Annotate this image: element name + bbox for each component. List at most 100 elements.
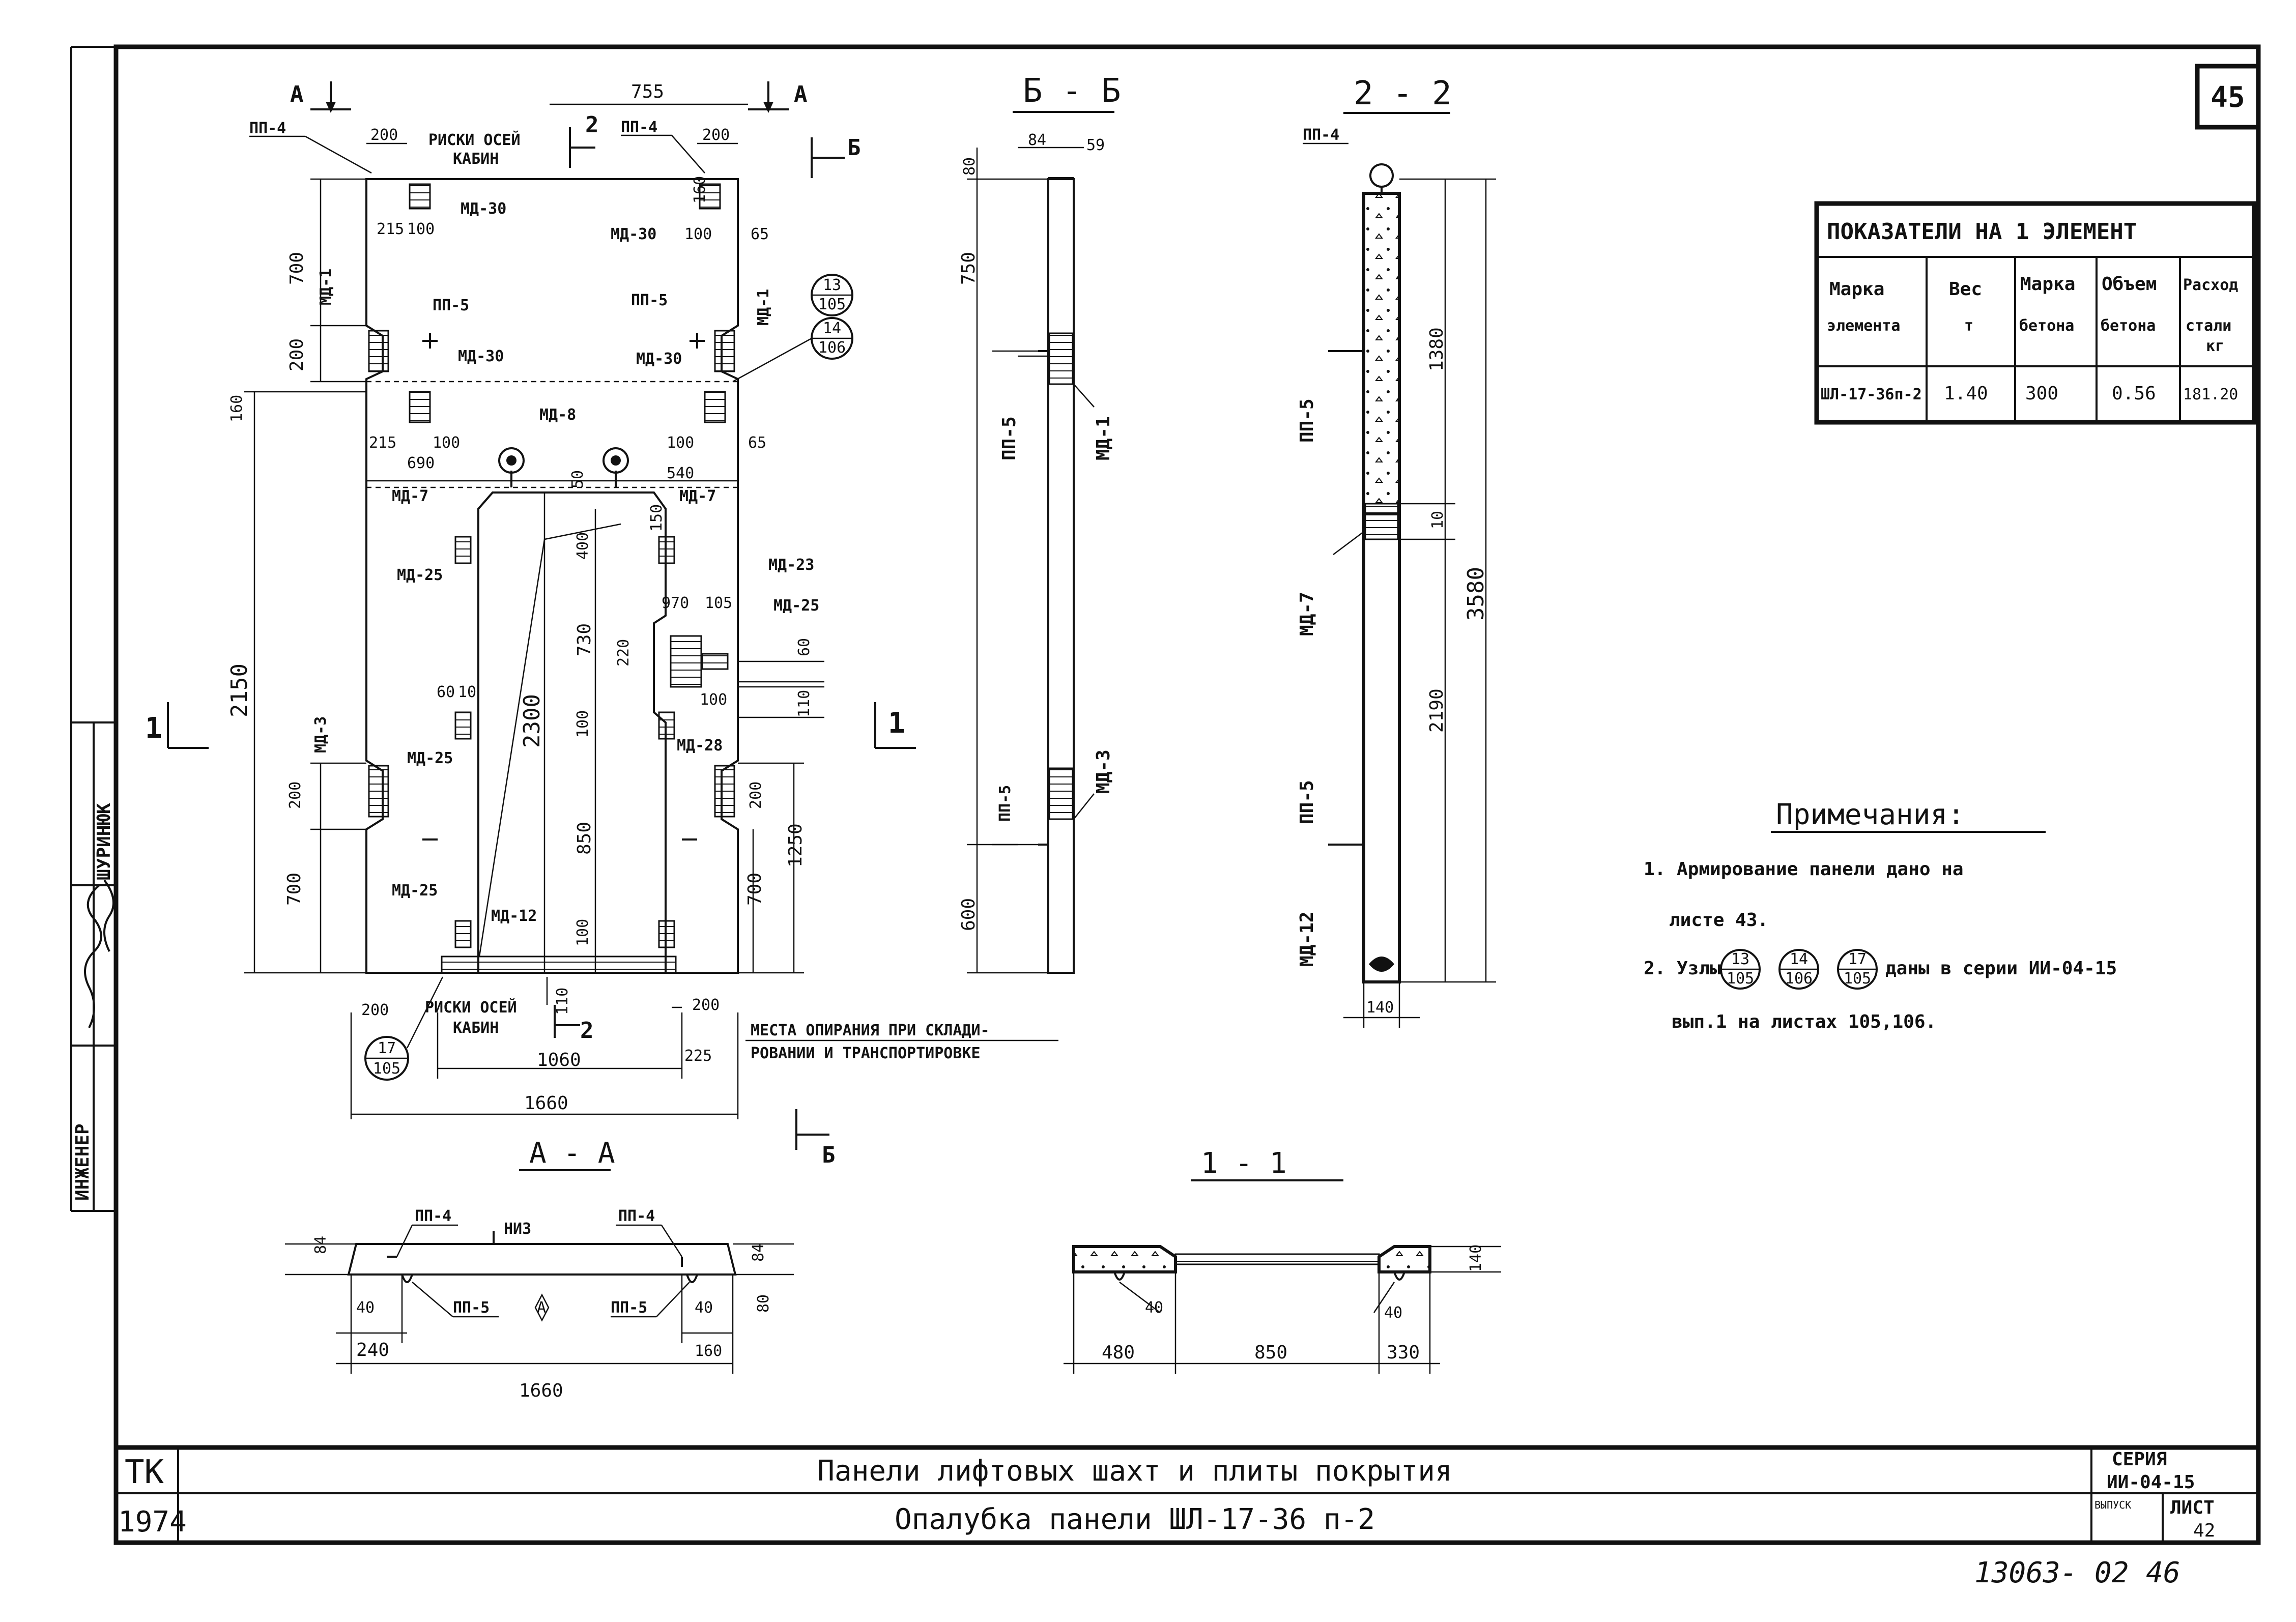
aa-84-left: 84 xyxy=(312,1236,330,1254)
section-bb xyxy=(967,147,1095,974)
label-md28: МД-28 xyxy=(677,737,723,755)
title-bb: Б - Б xyxy=(1023,72,1121,110)
node-14-bottom: 106 xyxy=(818,339,846,357)
o-40-left: 40 xyxy=(1145,1299,1163,1317)
label-md30-2: МД-30 xyxy=(611,225,656,243)
label-md1-left: МД-1 xyxy=(317,269,335,305)
table-h3-a: Марка xyxy=(2020,274,2075,295)
table-h2-b: т xyxy=(1964,317,1973,335)
dim-160-b: 160 xyxy=(228,395,246,422)
aa-pp4-right: ПП-4 xyxy=(618,1207,655,1225)
label-pp4-top-left: ПП-4 xyxy=(249,120,286,137)
node-14-top: 14 xyxy=(823,320,841,337)
s22-pp5-a: ПП-5 xyxy=(1297,398,1317,443)
s22-10: 10 xyxy=(1429,511,1447,529)
dim-100-a: 100 xyxy=(407,220,435,238)
indicators-table xyxy=(1814,201,2257,425)
tb-series-value: ИИ-04-15 xyxy=(2107,1472,2195,1493)
label-md25-3: МД-25 xyxy=(407,749,453,767)
dim-60-a: 60 xyxy=(795,638,813,656)
notes-node-17-top: 17 xyxy=(1848,950,1867,968)
dim-400: 400 xyxy=(574,532,592,560)
marker-2-bottom: 2 xyxy=(580,1018,594,1044)
marker-1-right: 1 xyxy=(888,707,905,740)
dim-65-b: 65 xyxy=(748,434,766,452)
dim-2300: 2300 xyxy=(519,694,545,748)
bb-md1: МД-1 xyxy=(1093,416,1114,460)
aa-niz: НИЗ xyxy=(504,1220,531,1238)
label-mesta-2: РОВАНИИ И ТРАНСПОРТИРОВКЕ xyxy=(751,1045,981,1062)
s22-md7: МД-7 xyxy=(1297,592,1317,636)
section-markers xyxy=(167,81,916,1150)
label-md23: МД-23 xyxy=(768,556,814,574)
notes-line-3b: даны в серии ИИ-04-15 xyxy=(1885,958,2117,979)
table-r-mark: ШЛ-17-36п-2 xyxy=(1821,386,1922,403)
dim-215-b: 215 xyxy=(369,434,396,452)
notes-node-17-bot: 105 xyxy=(1844,970,1871,988)
node-17-bottom: 105 xyxy=(373,1060,400,1078)
tb-org: ТК xyxy=(125,1454,164,1491)
aa-40-right: 40 xyxy=(695,1299,713,1317)
marker-a-left: А xyxy=(290,81,304,107)
title-22: 2 - 2 xyxy=(1354,75,1452,112)
dim-100-c: 100 xyxy=(433,434,460,452)
dim-225: 225 xyxy=(684,1047,712,1065)
table-h1-b: элемента xyxy=(1827,317,1901,335)
node-17-top: 17 xyxy=(378,1039,396,1057)
label-md25-2: МД-25 xyxy=(773,597,819,615)
bb-59: 59 xyxy=(1086,136,1105,154)
side-role: ИНЖЕНЕР xyxy=(72,1123,93,1201)
aa-pp5-left: ПП-5 xyxy=(453,1299,490,1317)
notes-title: Примечания: xyxy=(1776,798,1965,831)
title-aa: А - А xyxy=(529,1137,615,1170)
side-name: ШУРИНЮК xyxy=(94,803,114,880)
o-850: 850 xyxy=(1254,1342,1287,1363)
aa-160: 160 xyxy=(695,1342,722,1360)
table-h1-a: Марка xyxy=(1829,279,1884,300)
dim-200-g: 200 xyxy=(692,996,720,1014)
section-aa xyxy=(285,1231,794,1374)
dim-215-a: 215 xyxy=(377,220,404,238)
table-r-volume: 0.56 xyxy=(2112,383,2156,404)
tb-year: 1974 xyxy=(118,1505,187,1539)
notes-line-2: листе 43. xyxy=(1669,910,1768,931)
dim-700-a: 700 xyxy=(286,252,307,285)
label-pp5-right: ПП-5 xyxy=(631,292,668,309)
dim-700-b: 700 xyxy=(284,873,305,906)
bb-80: 80 xyxy=(961,157,979,176)
dim-1060: 1060 xyxy=(537,1050,581,1070)
bb-pp5-b: ПП-5 xyxy=(996,785,1014,822)
label-md12: МД-12 xyxy=(491,907,537,925)
dim-2150: 2150 xyxy=(226,663,252,717)
node-callouts xyxy=(364,274,853,1081)
s22-1380: 1380 xyxy=(1426,327,1447,371)
dim-200-c: 200 xyxy=(286,338,307,371)
dim-65-a: 65 xyxy=(751,225,769,243)
table-h2-a: Вес xyxy=(1949,279,1982,300)
label-kabin-top: КАБИН xyxy=(453,150,499,168)
dim-100-d: 100 xyxy=(667,434,694,452)
label-md30-1: МД-30 xyxy=(461,200,506,218)
s22-pp5-b: ПП-5 xyxy=(1297,780,1317,824)
dim-200-d: 200 xyxy=(286,781,304,809)
tb-vyp-label: ВЫПУСК xyxy=(2094,1499,2131,1511)
tb-sheet-label: ЛИСТ xyxy=(2170,1497,2215,1518)
section-22 xyxy=(1328,163,1496,1028)
tb-sheet-value: 42 xyxy=(2193,1520,2215,1541)
dim-220: 220 xyxy=(615,639,633,667)
label-riski-top: РИСКИ ОСЕЙ xyxy=(428,131,521,149)
notes-line-1: 1. Армирование панели дано на xyxy=(1644,859,1964,880)
bb-pp5-a: ПП-5 xyxy=(999,416,1020,460)
aa-1660: 1660 xyxy=(519,1380,563,1401)
table-h4-a: Объем xyxy=(2102,274,2157,295)
table-title: ПОКАЗАТЕЛИ НА 1 ЭЛЕМЕНТ xyxy=(1827,219,2137,245)
table-h5-a: Расход xyxy=(2183,276,2238,294)
dim-60-b: 60 xyxy=(437,683,455,701)
aa-84-right: 84 xyxy=(750,1243,767,1262)
table-h4-b: бетона xyxy=(2101,317,2156,335)
s22-2190: 2190 xyxy=(1426,688,1447,733)
title-11: 1 - 1 xyxy=(1201,1147,1287,1180)
notes-node-circles xyxy=(1720,949,1878,990)
label-pp4-top-right: ПП-4 xyxy=(621,119,657,136)
